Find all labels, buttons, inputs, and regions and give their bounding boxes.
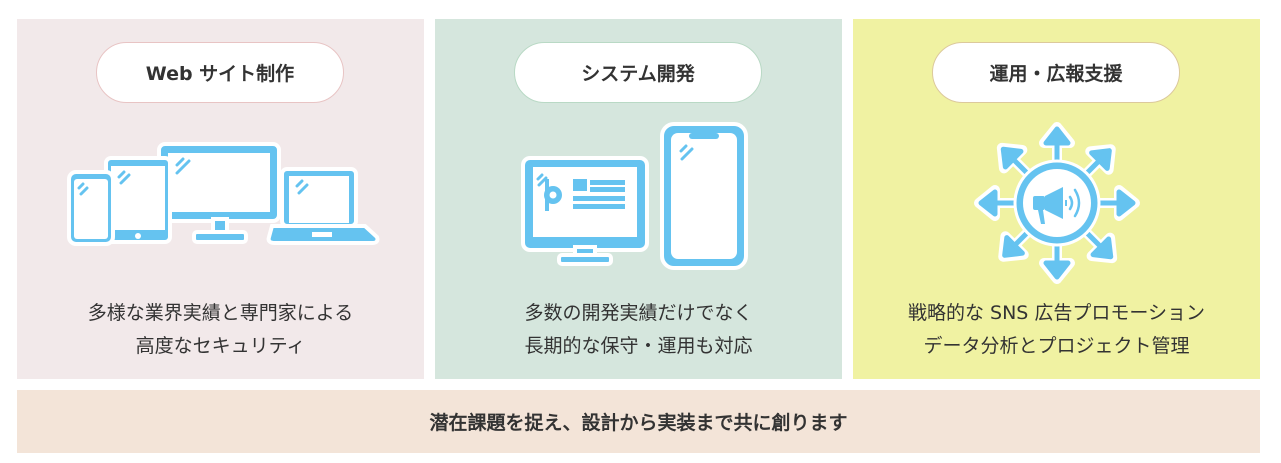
tagline-text: 潜在課題を捉え、設計から実装まで共に創ります	[429, 412, 848, 434]
megaphone-broadcast-icon	[974, 122, 1140, 284]
service-card-operation: 運用・広報支援	[853, 19, 1260, 379]
service-description: 多数の開発実績だけでなく 長期的な保守・運用も対応	[435, 297, 842, 363]
desc-line: 戦略的な SNS 広告プロモーション	[907, 302, 1206, 324]
devices-icon	[67, 142, 380, 246]
service-description: 戦略的な SNS 広告プロモーション データ分析とプロジェクト管理	[853, 297, 1260, 363]
desc-line: 高度なセキュリティ	[135, 335, 306, 357]
service-description: 多様な業界実績と専門家による 高度なセキュリティ	[17, 297, 424, 363]
monitor-smartphone-icon	[521, 122, 748, 270]
service-title: Web サイト制作	[96, 42, 344, 103]
desc-line: 多様な業界実績と専門家による	[87, 302, 354, 324]
tagline-banner: 潜在課題を捉え、設計から実装まで共に創ります	[17, 390, 1260, 453]
desc-line: 多数の開発実績だけでなく	[524, 302, 753, 324]
desc-line: データ分析とプロジェクト管理	[923, 335, 1190, 357]
service-title: システム開発	[514, 42, 762, 103]
service-title: 運用・広報支援	[932, 42, 1180, 103]
desc-line: 長期的な保守・運用も対応	[524, 335, 753, 357]
service-card-web: Web サイト制作 多様な業界実績と専門家による 高度なセキュリティ	[17, 19, 424, 379]
service-card-system: システム開発 多数の開発実績だけでなく 長期的な保守・運用も対応	[435, 19, 842, 379]
